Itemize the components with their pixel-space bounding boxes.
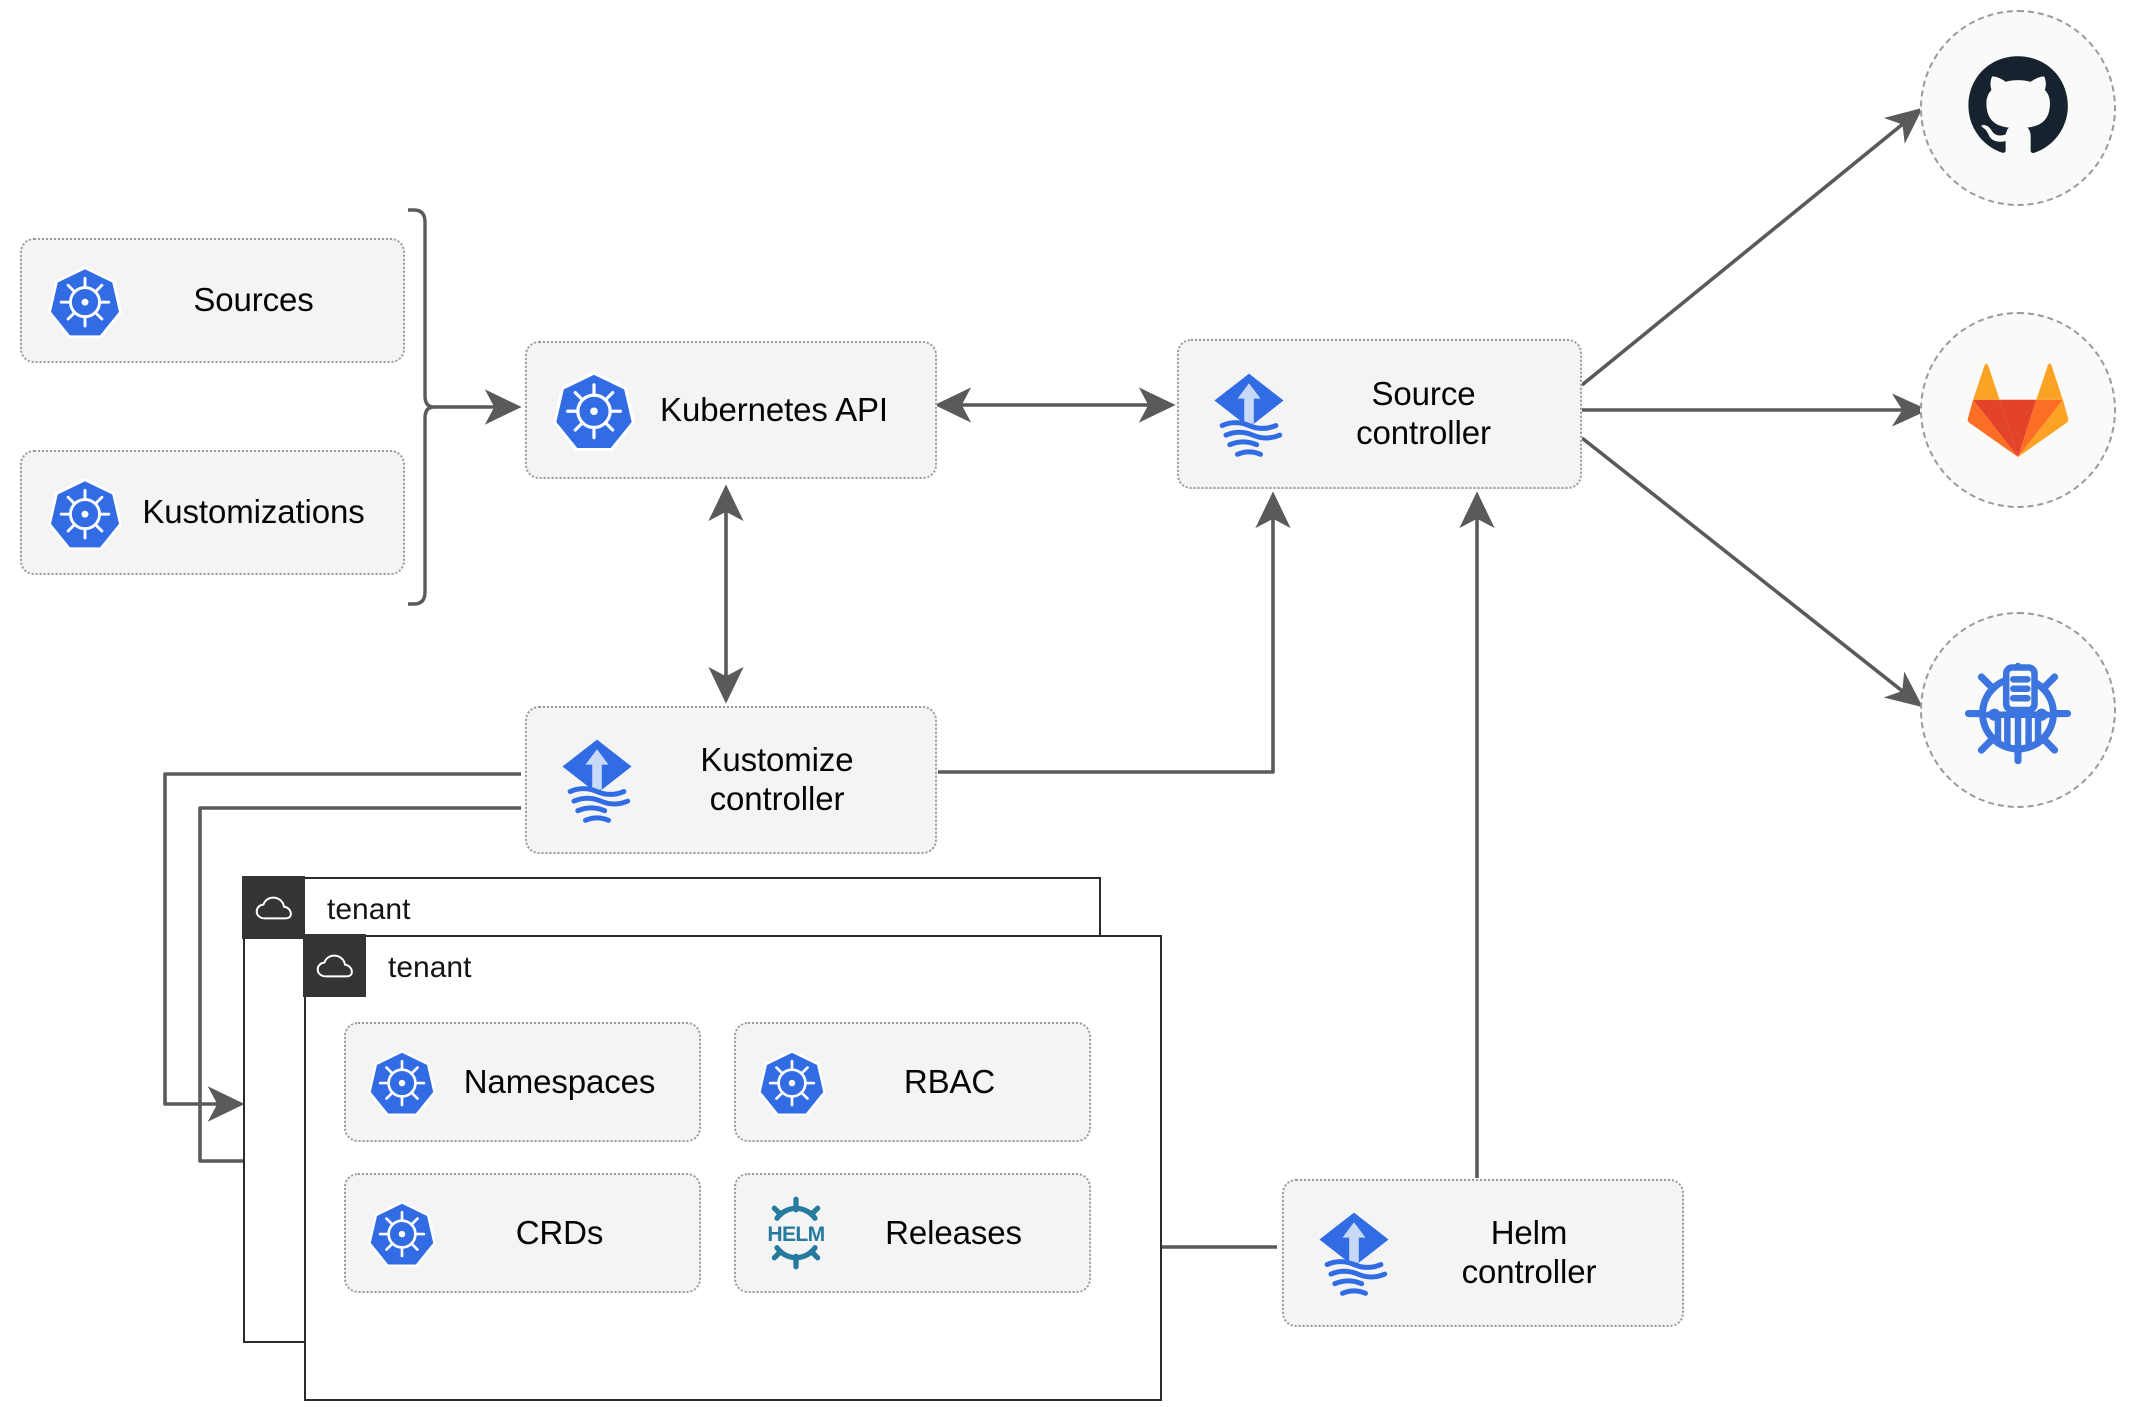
node-label: Kustomize controller — [700, 741, 854, 817]
node-namespaces[interactable]: Namespaces — [344, 1022, 701, 1142]
node-releases[interactable]: HELM Releases — [734, 1173, 1091, 1293]
svg-text:HELM: HELM — [767, 1223, 824, 1246]
flux-icon — [1306, 1205, 1402, 1301]
node-label: Releases — [885, 1213, 1022, 1251]
tenant-label: tenant — [327, 893, 411, 926]
edge-source-to-github — [1580, 107, 1923, 387]
node-label: RBAC — [903, 1062, 996, 1100]
cloud-icon — [242, 876, 306, 940]
node-kustomize-controller[interactable]: Kustomize controller — [525, 706, 937, 854]
kubernetes-icon — [553, 369, 635, 451]
flux-icon — [1201, 366, 1297, 462]
github-icon — [1968, 56, 2068, 154]
kubernetes-icon — [758, 1048, 826, 1116]
group-bracket — [408, 208, 436, 606]
node-label: Source controller — [1356, 375, 1491, 451]
kubernetes-icon — [368, 1048, 436, 1116]
edge-source-to-helm-repository — [1580, 436, 1923, 708]
node-rbac[interactable]: RBAC — [734, 1022, 1091, 1142]
provider-helm-repository[interactable] — [1920, 612, 2116, 808]
provider-github[interactable] — [1920, 10, 2116, 206]
node-kustomizations[interactable]: Kustomizations — [20, 450, 405, 575]
helm-icon: HELM — [758, 1195, 834, 1271]
gitlab-icon — [1967, 363, 2069, 457]
node-label: Kustomizations — [142, 493, 365, 531]
node-helm-controller[interactable]: Helm controller — [1282, 1179, 1684, 1327]
cloud-icon — [303, 934, 367, 998]
edge-kustomize-to-source — [938, 491, 1291, 774]
kubernetes-icon — [368, 1199, 436, 1267]
node-kubernetes-api[interactable]: Kubernetes API — [525, 341, 937, 479]
tenant-label: tenant — [388, 951, 472, 984]
node-crds[interactable]: CRDs — [344, 1173, 701, 1293]
node-label: Sources — [193, 281, 314, 319]
helm-repository-icon — [1964, 662, 2072, 765]
kubernetes-icon — [48, 264, 122, 338]
node-source-controller[interactable]: Source controller — [1177, 339, 1582, 489]
tenant-box-2[interactable]: tenant Namespaces — [303, 934, 1162, 1401]
provider-gitlab[interactable] — [1920, 312, 2116, 508]
node-sources[interactable]: Sources — [20, 238, 405, 363]
flux-icon — [549, 732, 645, 828]
node-label: CRDs — [515, 1213, 604, 1251]
kubernetes-icon — [48, 476, 122, 550]
node-label: Kubernetes API — [660, 390, 888, 428]
node-label: Helm controller — [1461, 1214, 1597, 1290]
node-label: Namespaces — [463, 1062, 656, 1100]
